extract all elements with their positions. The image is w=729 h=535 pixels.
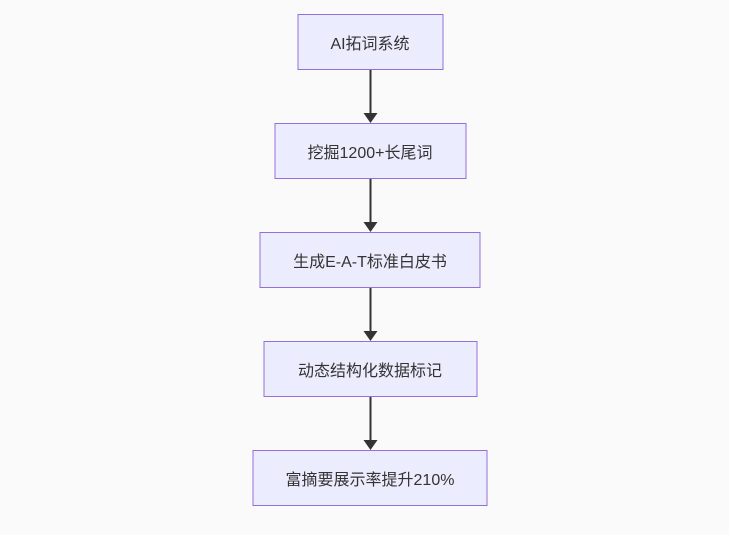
- arrowhead-down-icon: [363, 222, 377, 232]
- flow-edge-4: [363, 397, 377, 450]
- flow-node-rich-snippet-rate: 富摘要展示率提升210%: [252, 450, 488, 506]
- flow-node-label: 动态结构化数据标记: [297, 363, 442, 380]
- edge-line: [369, 70, 371, 113]
- flow-node-structured-data-markup: 动态结构化数据标记: [263, 341, 477, 397]
- arrowhead-down-icon: [363, 113, 377, 123]
- flow-edge-2: [363, 179, 377, 232]
- edge-line: [369, 397, 371, 440]
- flow-edge-1: [363, 70, 377, 123]
- flow-node-label: 生成E-A-T标准白皮书: [293, 254, 447, 271]
- flow-node-ai-word-expansion: AI拓词系统: [297, 14, 443, 70]
- flow-node-label: AI拓词系统: [330, 36, 410, 53]
- flow-edge-3: [363, 288, 377, 341]
- arrowhead-down-icon: [363, 440, 377, 450]
- edge-line: [369, 179, 371, 222]
- flow-node-eat-whitepaper: 生成E-A-T标准白皮书: [259, 232, 481, 288]
- flow-node-label: 富摘要展示率提升210%: [285, 472, 455, 489]
- flow-node-label: 挖掘1200+长尾词: [307, 145, 433, 162]
- edge-line: [369, 288, 371, 331]
- flowchart: AI拓词系统 挖掘1200+长尾词 生成E-A-T标准白皮书 动态结构化数据标记: [252, 14, 488, 506]
- arrowhead-down-icon: [363, 331, 377, 341]
- flow-node-longtail-mining: 挖掘1200+长尾词: [274, 123, 466, 179]
